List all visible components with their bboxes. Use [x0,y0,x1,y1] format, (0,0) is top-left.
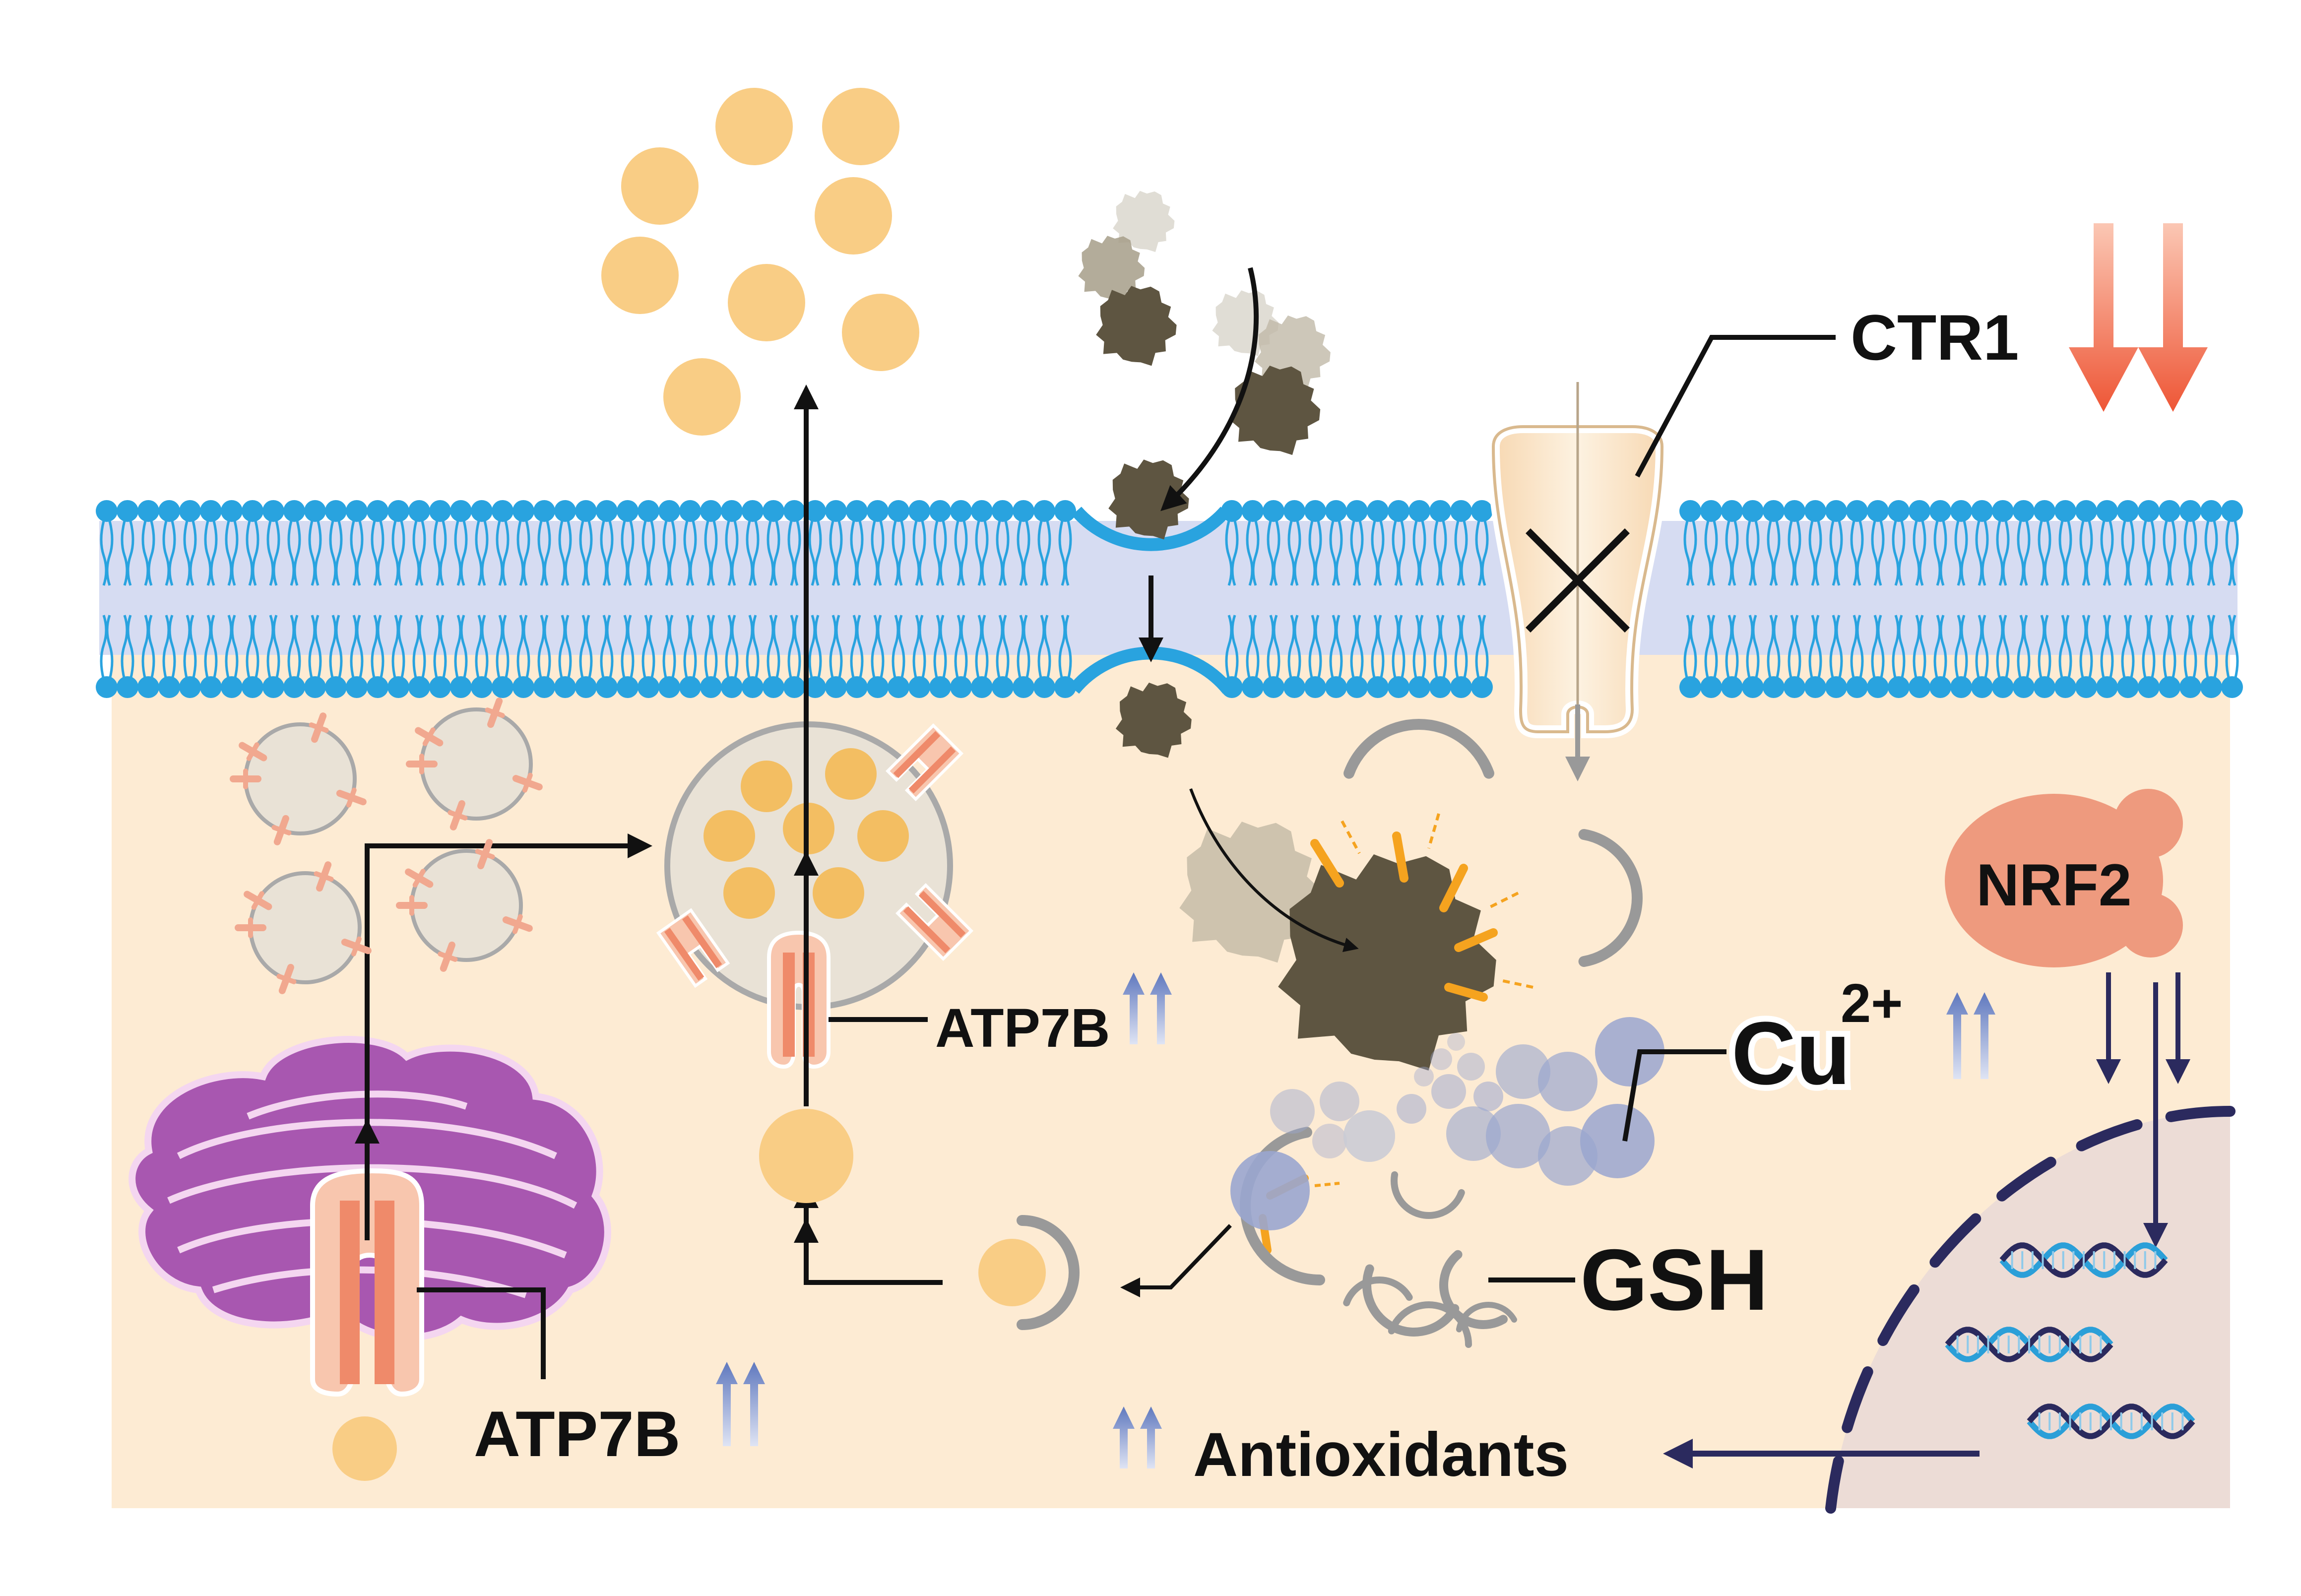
gsh-label: GSH [1580,1232,1768,1329]
degradation-arrow [1189,788,1359,953]
cu-charge-label: 2+ [1841,973,1903,1034]
ctr1-channel-icon [1486,382,1669,781]
ctr1-label-leader [1635,335,1836,478]
gsh-ring [1017,1215,1080,1330]
nrf2-protein-icon [1945,789,2183,967]
released-copper-particles [601,88,919,436]
copper-particle [332,1416,397,1481]
cu-release-arrow [1120,1224,1232,1297]
ctr1-label: CTR1 [1851,301,2019,374]
vesicle-atp7b-transporters [656,723,974,988]
copper-particle [759,1109,853,1203]
gsh-molecules [1240,719,1643,1348]
decrease-arrows-icon [2069,223,2208,412]
nrf2-translocation-arrows [2096,972,2190,1248]
atp7b-vesicle-label: ATP7B [935,998,1110,1059]
nuclear-envelope [1825,1106,2236,1514]
cu-label: Cu [1731,1004,1851,1103]
increase-arrows-icons [716,972,1995,1468]
atp7b-label-leader [417,1287,546,1379]
vesicle-trafficking-arrow [365,833,652,1126]
atp7b-transporter-icon [310,1168,424,1397]
atp7b-golgi-label: ATP7B [474,1398,681,1470]
vesicle-atp7b-transporter-icon [767,930,831,1069]
cu-label-leader [1622,1049,1726,1142]
dna-helix-icon [1945,1242,2195,1439]
uptake-arrow [1160,267,1259,511]
small-vesicles [230,698,543,994]
gsh-transfer-arrow [794,1218,943,1285]
antioxidants-label: Antioxidants [1193,1420,1569,1489]
cell-membrane [96,500,2243,698]
copper-particle [978,1239,1046,1306]
cu-ions [1230,1017,1664,1230]
nrf2-label: NRF2 [1976,852,2131,918]
